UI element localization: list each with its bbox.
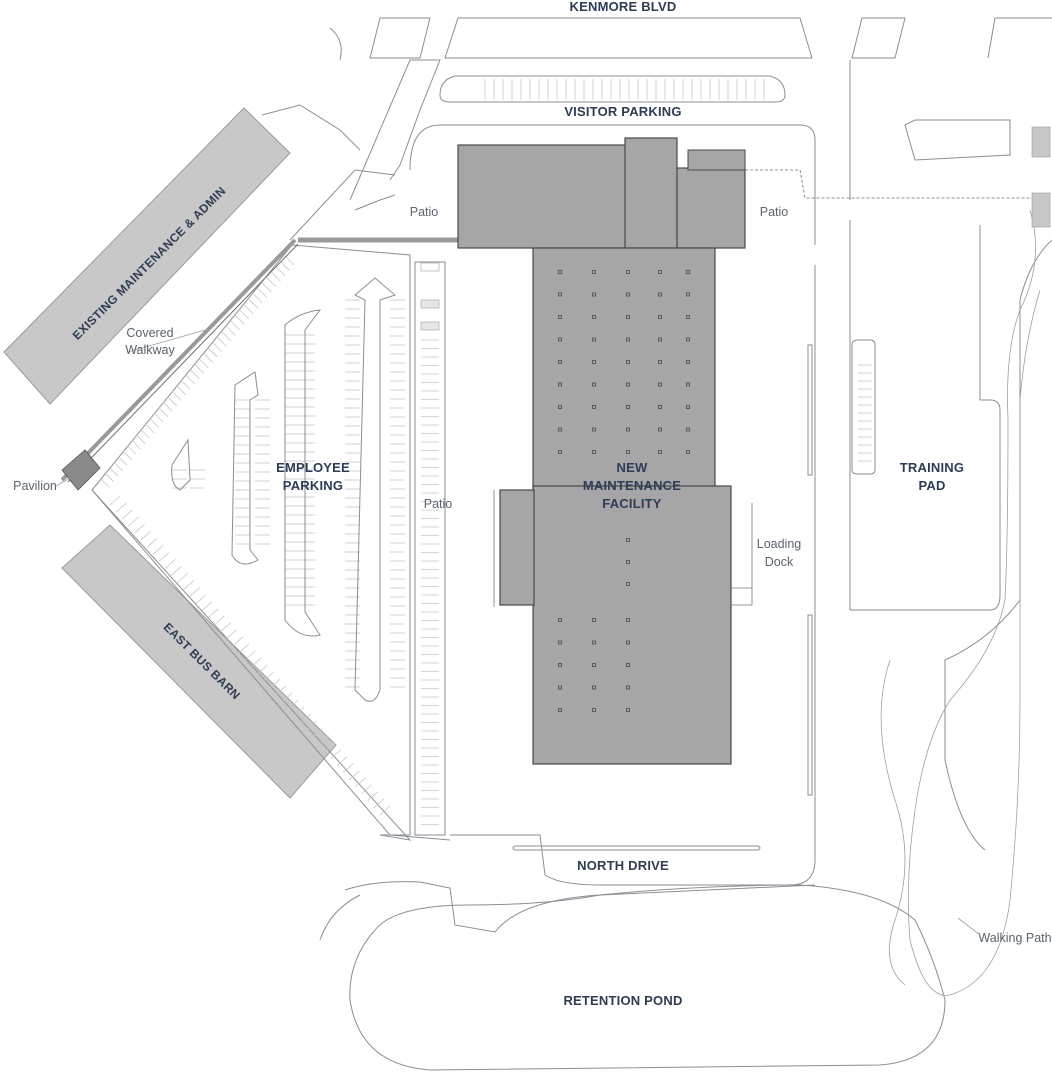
- structural-column-grid: [558, 270, 690, 712]
- employee-parking-lot: [91, 169, 451, 841]
- walking-path-label: Walking Path: [978, 931, 1051, 945]
- training-pad-label-2: PAD: [918, 478, 945, 493]
- pavilion: [55, 449, 101, 491]
- visitor-parking-label: VISITOR PARKING: [564, 104, 681, 119]
- visitor-parking-stalls: [484, 79, 765, 100]
- retention-pond: [349, 884, 946, 1071]
- visitor-parking-lot: [439, 75, 786, 103]
- patio-middle-label: Patio: [424, 497, 453, 511]
- new-facility-label-1: NEW: [617, 460, 648, 475]
- employee-parking-label-1: EMPLOYEE: [276, 460, 350, 475]
- loading-dock-label-2: Dock: [765, 555, 794, 569]
- pavilion-label: Pavilion: [13, 479, 57, 493]
- middle-parking-stalls: [421, 339, 439, 825]
- retention-pond-label: RETENTION POND: [563, 993, 682, 1008]
- north-drive-label: NORTH DRIVE: [577, 858, 669, 873]
- covered-walkway: [60, 237, 458, 483]
- training-pad-label-1: TRAINING: [900, 460, 964, 475]
- walking-path: [880, 209, 1041, 996]
- new-facility-label-3: FACILITY: [602, 496, 662, 511]
- east-structure-2: [1031, 192, 1051, 228]
- dashed-utility-line: [745, 169, 1035, 199]
- site-roads: [319, 59, 1052, 941]
- employee-parking-label-2: PARKING: [283, 478, 343, 493]
- employee-parking-stalls: [99, 255, 405, 816]
- new-facility-label-2: MAINTENANCE: [583, 478, 681, 493]
- patio-left-label: Patio: [410, 205, 439, 219]
- training-parking-stalls: [858, 364, 872, 462]
- map-labels: KENMORE BLVD VISITOR PARKING Patio Patio…: [13, 0, 1052, 1008]
- covered-walkway-label-2: Walkway: [125, 343, 175, 357]
- patio-right-label: Patio: [760, 205, 789, 219]
- east-structure-1: [1031, 126, 1051, 158]
- kenmore-blvd-medians: [329, 17, 1052, 61]
- loading-dock-label-1: Loading: [757, 537, 802, 551]
- training-pad-parking: [851, 339, 876, 475]
- kenmore-blvd-label: KENMORE BLVD: [570, 0, 677, 14]
- east-bus-barn-building: EAST BUS BARN: [61, 524, 337, 799]
- new-maintenance-facility-building: [457, 137, 753, 765]
- covered-walkway-label-1: Covered: [126, 326, 173, 340]
